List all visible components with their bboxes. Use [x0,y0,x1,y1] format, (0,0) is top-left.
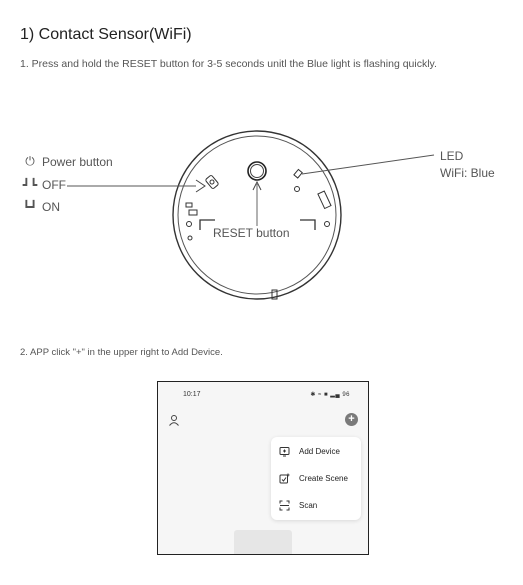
on-label: ON [42,200,60,214]
legend-off: ┛┗ OFF [22,178,66,192]
screw-right [324,221,330,227]
dot-small [294,186,300,192]
dot-left [187,235,193,241]
app-screenshot: 10:17 ✱ ≈ ■ ▂▄ 96 + Add Device Create Sc… [157,381,369,555]
section-title: 1) Contact Sensor(WiFi) [20,26,192,43]
add-device-label: Add Device [299,446,340,456]
reset-button-outer [247,161,267,181]
power-icon: ⏻ [25,154,35,168]
reset-arrow [252,180,262,191]
sensor-drawing [67,130,435,300]
led-window [293,168,303,179]
clip-right [317,190,332,210]
clip-top-left [188,209,198,216]
bracket-left [199,219,215,230]
led-callout: LED WiFi: Blue [440,148,495,182]
clip-top [185,202,193,208]
menu-item-scan[interactable]: Scan [279,498,317,512]
led-leader [301,154,435,175]
switch-off-icon: ┛┗ [22,178,38,192]
reset-button-inner [250,164,264,178]
scan-label: Scan [299,500,318,510]
status-time: 10:17 [183,391,201,398]
switch-on-icon: ┗┛ [22,200,38,214]
add-plus-button[interactable]: + [345,413,358,426]
menu-item-create-scene[interactable]: Create Scene [279,471,348,485]
power-switch [205,175,219,189]
legend-on: ┗┛ ON [22,200,60,214]
empty-state-illustration [234,530,292,554]
step-2-instruction: 2. APP click "+" in the upper right to A… [20,347,223,358]
add-device-icon [279,446,290,456]
off-label: OFF [42,178,66,192]
menu-item-add-device[interactable]: Add Device [279,444,340,458]
power-button-label: Power button [42,154,113,169]
create-scene-icon [279,473,290,483]
add-menu: Add Device Create Scene Scan [271,437,361,520]
off-arrow [195,179,206,193]
clip-bottom [271,289,278,300]
sensor-rim [177,135,337,295]
status-icons: ✱ ≈ ■ ▂▄ 96 [310,392,350,398]
scan-icon [279,500,290,510]
led-label: LED [440,149,464,163]
reset-button-label: RESET button [211,226,292,240]
step-1-instruction: 1. Press and hold the RESET button for 3… [20,58,437,70]
create-scene-label: Create Scene [299,473,348,483]
legend-power: ⏻ Power button [22,154,113,169]
user-icon[interactable] [168,413,180,431]
sensor-diagram: ⏻ Power button ┛┗ OFF ┗┛ ON LED WiFi: Bl… [0,120,523,335]
bracket-right [300,219,316,230]
wifi-label: WiFi: Blue [440,166,495,180]
screw-left [186,221,192,227]
